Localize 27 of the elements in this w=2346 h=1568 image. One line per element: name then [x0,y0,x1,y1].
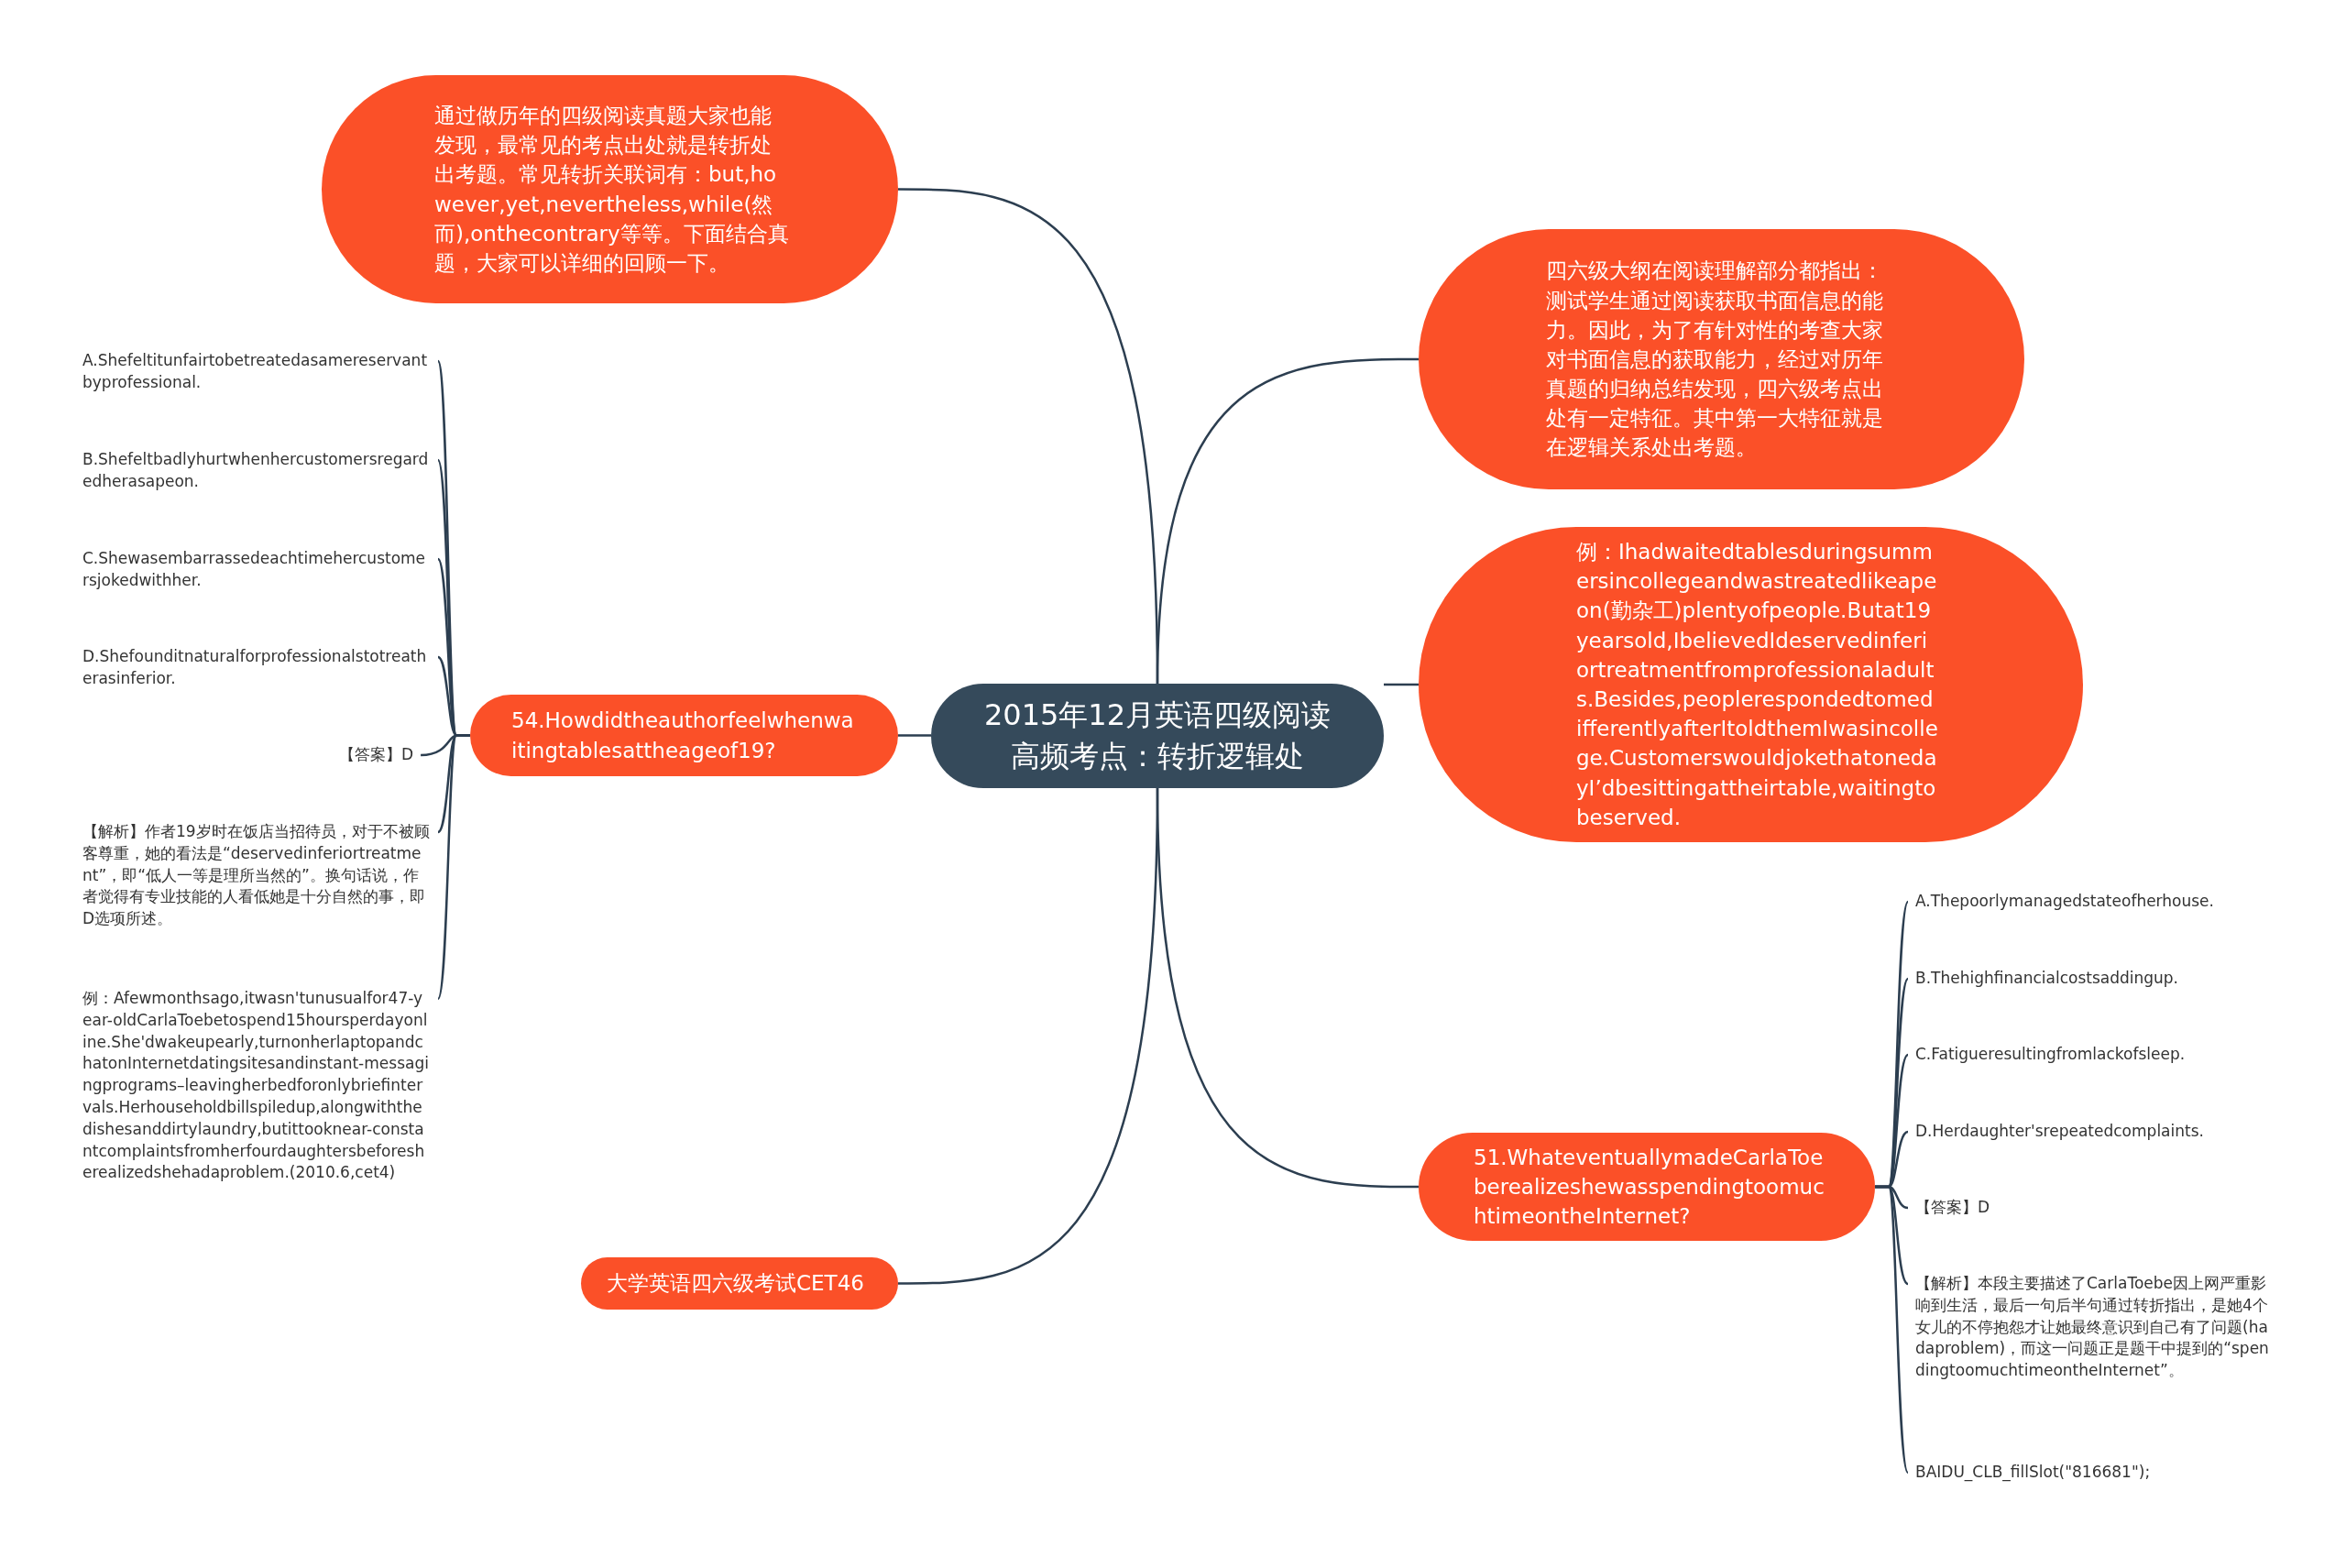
leaf-text: 【答案】D [339,744,414,766]
topic-pill: 大学英语四六级考试CET46 [581,1257,898,1310]
leaf-text: A.Thepoorlymanagedstateofherhouse. [1915,891,2214,913]
leaf-text: B.Thehighfinancialcostsaddingup. [1915,968,2179,990]
leaf-text: 【答案】D [1915,1197,1990,1219]
connector [1384,683,1419,686]
topic-pill: 54.Howdidtheauthorfeelwhenwaitingtablesattheageof19? [470,695,898,776]
topic-pill: 通过做历年的四级阅读真题大家也能发现，最常见的考点出处就是转折处出考题。常见转折关联词有：but,however,yet,nevertheless,while(然而),onthecontrary等等。下面结合真题，大家可以详细的回顾一下。 [322,75,898,303]
connector [1875,1185,1910,1474]
topic-pill: 四六级大纲在阅读理解部分都指出：测试学生通过阅读获取书面信息的能力。因此，为了有针对性的考查大家对书面信息的获取能力，经过对历年真题的归纳总结发现，四六级考点出处有一定特征。其中第一大特征就是在逻辑关系处出考题。 [1419,229,2024,489]
leaf-text: D.Shefounditnaturalforprofessionalstotreatherasinferior. [82,646,431,690]
connector [898,734,931,737]
connector [1156,357,1419,685]
leaf-text: BAIDU_CLB_fillSlot("816681"); [1915,1462,2151,1484]
connector [1156,787,1419,1189]
topic-pill: 51.WhateventuallymadeCarlaToeberealizeshewasspendingtoomuchtimeontheInternet? [1419,1133,1875,1241]
leaf-text: C.Shewasembarrassedeachtimehercustomersjokedwithher. [82,548,431,592]
leaf-text: 例：Afewmonthsago,itwasn'tunusualfor47-year-oldCarlaToebetospend15hoursperdayonline.She'dwakeupearly,turnonherlaptopandchatonInternetdatingsitesandinstant-messagingprograms–leavingherbedforonlybriefintervals.Herhouseholdbillspiledup,alongwiththedishesanddirtylaundry,butittooknear-constantcomplaintsfromherfourdaughtersbeforesherealizedshehadaproblem.(2010.6,cet4) [82,988,431,1185]
leaf-text: 【解析】作者19岁时在饭店当招待员，对于不被顾客尊重，她的看法是“deservedinferiortreatment”，即“低人一等是理所当然的”。换句话说，作者觉得有专业技能的人看低她是十分自然的事，即D选项所述。 [82,821,431,930]
topic-pill: 例：Ihadwaitedtablesduringsummersincollegeandwastreatedlikeapeon(勤杂工)plentyofpeople.Butat19yearsold,IbelievedIdeservedinferiortreatmentfromprofessionaladults.Besides,peoplerespondedtomedifferentlyafterItoldthemIwasincollege.CustomerswouldjokethatonedayI’dbesittingattheirtable,waitingtobeserved. [1419,527,2083,842]
leaf-text: A.Shefeltitunfairtobetreatedasamereservantbyprofessional. [82,350,431,394]
leaf-text: B.Shefeltbadlyhurtwhenhercustomersregardedherasapeon. [82,449,431,493]
central-topic: 2015年12月英语四级阅读高频考点：转折逻辑处 [931,684,1384,788]
leaf-text: D.Herdaughter'srepeatedcomplaints. [1915,1121,2204,1143]
connector [436,734,470,1000]
leaf-text: 【解析】本段主要描述了CarlaToebe因上网严重影响到生活，最后一句后半句通过转折指出，是她4个女儿的不停抱怨才让她最终意识到自己有了问题(hadaproblem)，而这一问题正是题干中提到的“spendingtoomuchtimeontheInternet”。 [1915,1273,2273,1382]
leaf-text: C.Fatigueresultingfromlackofsleep. [1915,1044,2186,1066]
